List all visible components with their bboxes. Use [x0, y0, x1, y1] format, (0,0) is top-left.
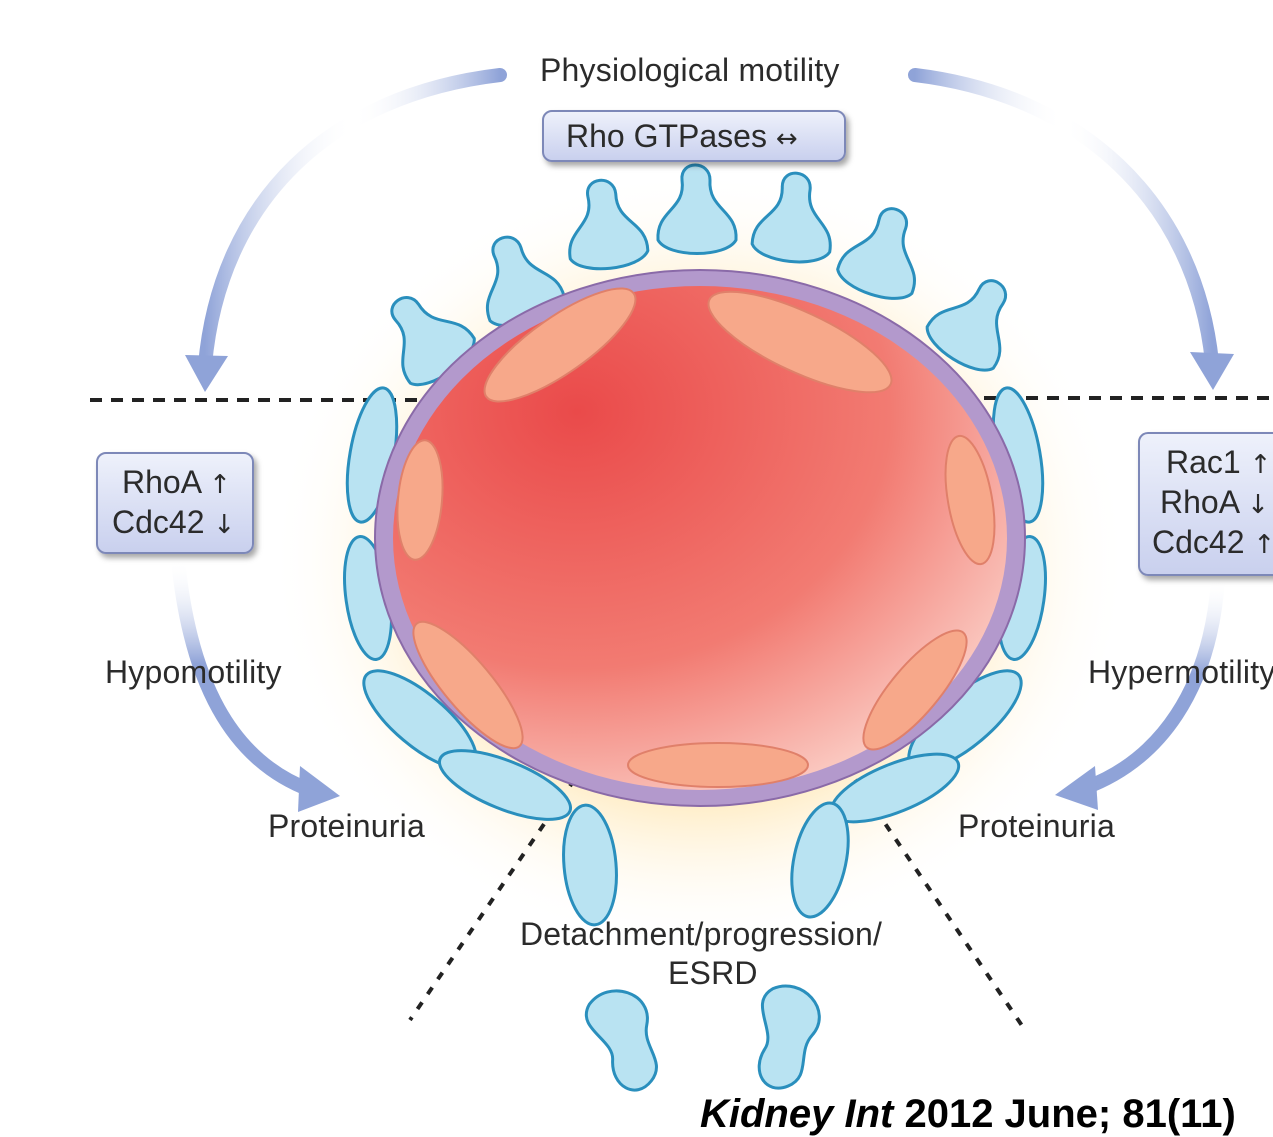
citation-details: 2012 June; 81(11): [893, 1092, 1235, 1136]
left-gtpase-box: RhoA ↑ Cdc42 ↓: [96, 452, 254, 554]
hypermotility-label: Hypermotility: [1088, 654, 1273, 691]
physiological-motility-label: Physiological motility: [540, 52, 840, 89]
down-arrow-icon: ↓: [1247, 490, 1269, 520]
down-arrow-icon: ↓: [213, 510, 235, 540]
right-row-rhoa: RhoA ↓: [1160, 484, 1269, 521]
right-proteinuria-label: Proteinuria: [958, 808, 1115, 845]
endothelial-cell: [628, 743, 808, 787]
rho-gtpases-box: Rho GTPases ↔: [542, 110, 846, 162]
left-cdc42-label: Cdc42: [112, 504, 205, 540]
hypomotility-label: Hypomotility: [105, 654, 282, 691]
arrow-right-head: [1055, 766, 1098, 810]
right-rac1-label: Rac1: [1166, 444, 1241, 480]
detached-podocyte-cell: [581, 984, 665, 1098]
left-rhoa-label: RhoA: [122, 464, 200, 500]
bidirectional-arrow-icon: ↔: [776, 124, 798, 154]
esrd-label: ESRD: [668, 955, 758, 992]
arrow-top-left-head: [185, 355, 228, 392]
right-gtpase-box: Rac1 ↑ RhoA ↓ Cdc42 ↑: [1138, 432, 1273, 576]
left-proteinuria-label: Proteinuria: [268, 808, 425, 845]
left-row-cdc42: Cdc42 ↓: [112, 504, 235, 541]
left-row-rhoa: RhoA ↑: [122, 464, 231, 501]
right-row-cdc42: Cdc42 ↑: [1152, 524, 1273, 561]
right-cdc42-label: Cdc42: [1152, 524, 1245, 560]
up-arrow-icon: ↑: [209, 470, 231, 500]
arrow-left-head: [298, 766, 340, 812]
citation-journal: Kidney Int: [700, 1092, 893, 1136]
right-row-rac1: Rac1 ↑: [1166, 444, 1271, 481]
arrow-top-right-head: [1190, 352, 1234, 390]
citation: Kidney Int 2012 June; 81(11): [700, 1092, 1236, 1137]
right-rhoa-label: RhoA: [1160, 484, 1238, 520]
up-arrow-icon: ↑: [1250, 450, 1272, 480]
detachment-label: Detachment/progression/: [520, 916, 882, 953]
rho-gtpases-label: Rho GTPases: [566, 118, 767, 154]
detached-podocyte-cell: [742, 980, 826, 1094]
up-arrow-icon: ↑: [1253, 530, 1273, 560]
rho-gtpases-text: Rho GTPases ↔: [566, 118, 798, 155]
